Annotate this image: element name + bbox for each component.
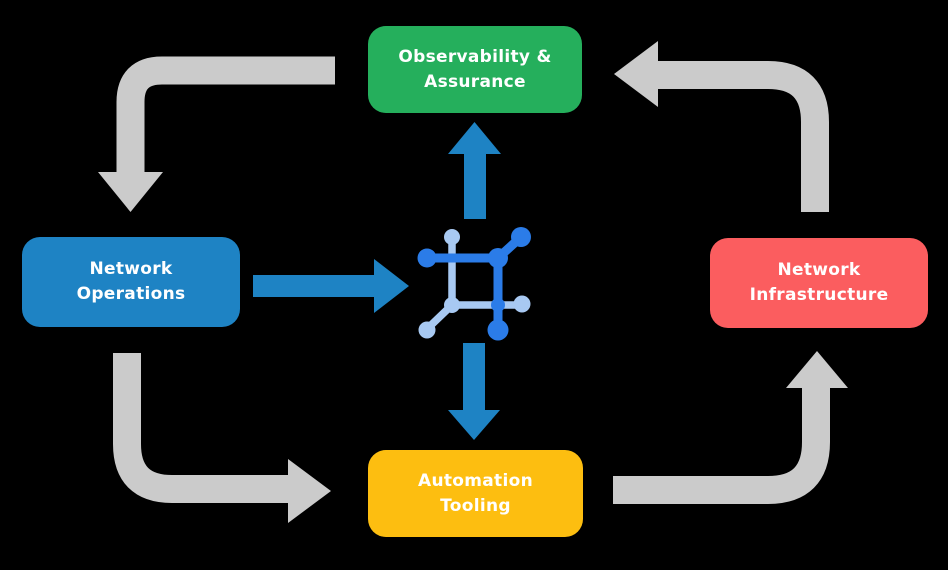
arrow-automation-to-infrastructure [613, 351, 848, 504]
arrow-infrastructure-to-observability [614, 41, 829, 212]
node-label: Network Infrastructure [749, 260, 889, 305]
icon-dark-layer [417, 227, 531, 341]
arrowhead-down-icon [98, 172, 163, 212]
arrowhead-right-icon [288, 459, 331, 523]
node-observability-assurance: Observability & Assurance [368, 26, 582, 113]
arrow-shaft [656, 61, 829, 212]
arrow-center-to-observability [448, 122, 501, 219]
node-label: Observability & Assurance [398, 46, 552, 92]
arrowhead-right-icon [374, 259, 409, 313]
arrow-operations-to-automation [113, 353, 331, 523]
node-network-operations: Network Operations [22, 237, 240, 327]
arrowhead-down-icon [448, 410, 500, 440]
arrow-observability-to-operations [98, 56, 335, 212]
network-fabric-icon [417, 227, 531, 341]
node-automation-tooling: Automation Tooling [368, 450, 583, 537]
arrow-shaft [116, 56, 335, 174]
arrow-shaft [613, 386, 830, 504]
icon-light-layer [418, 229, 531, 339]
node-label: Network Operations [76, 259, 186, 304]
arrowhead-up-icon [448, 122, 501, 154]
arrowhead-left-icon [614, 41, 658, 107]
arrow-center-to-automation [448, 343, 500, 440]
node-network-infrastructure: Network Infrastructure [710, 238, 928, 328]
arrow-shaft [113, 353, 290, 503]
arrow-operations-to-center [253, 259, 409, 313]
node-label: Automation Tooling [418, 470, 533, 516]
arrowhead-up-icon [786, 351, 848, 388]
